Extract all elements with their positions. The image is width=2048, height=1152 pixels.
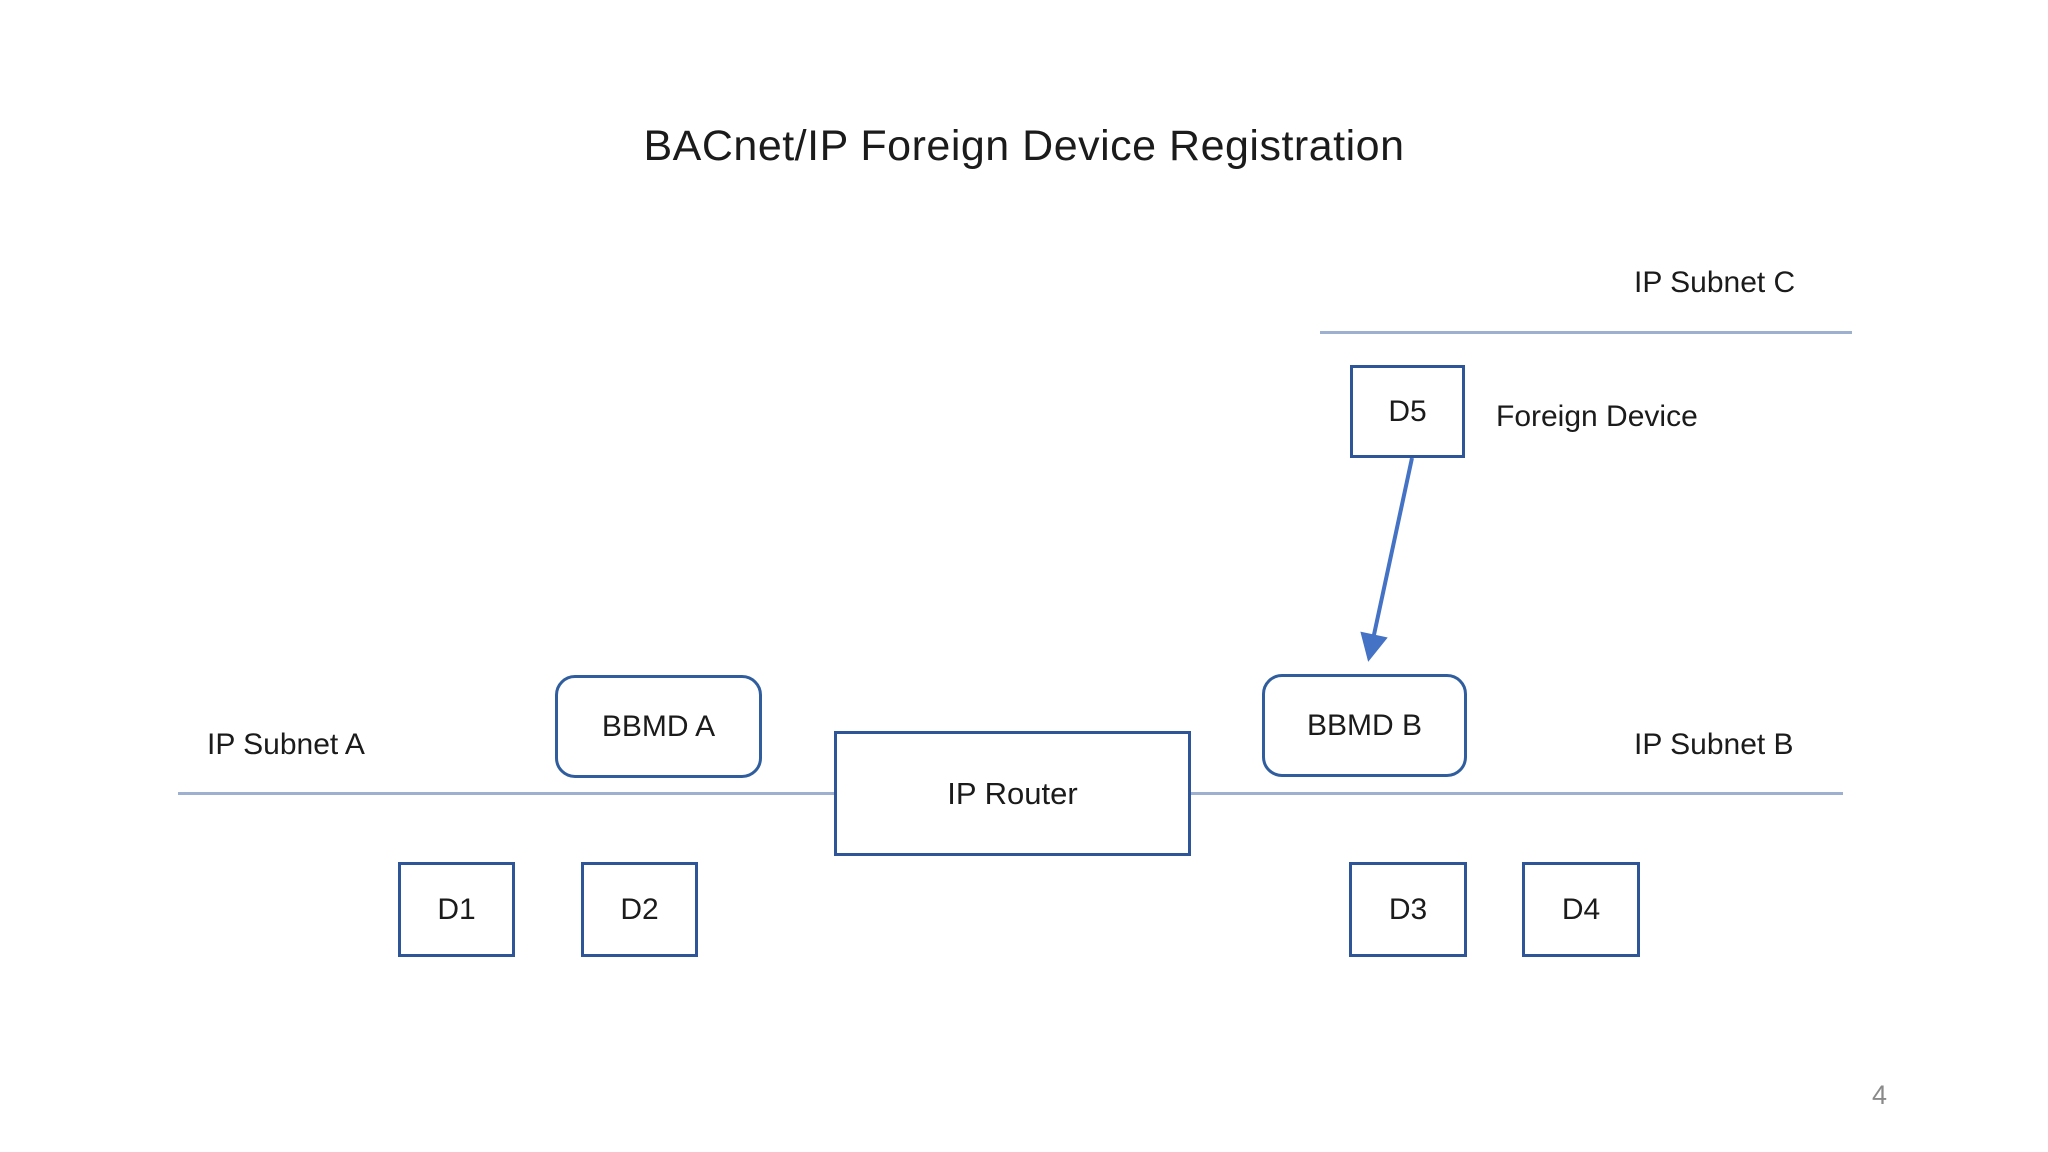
node-d5: D5: [1350, 365, 1465, 458]
subnet-a-label: IP Subnet A: [207, 728, 365, 761]
node-bbmd-a: BBMD A: [555, 675, 762, 778]
slide-title: BACnet/IP Foreign Device Registration: [643, 122, 1405, 170]
node-d3: D3: [1349, 862, 1467, 957]
node-d1: D1: [398, 862, 515, 957]
subnet-b-label: IP Subnet B: [1634, 728, 1794, 761]
page-number: 4: [1872, 1080, 1888, 1110]
node-d4: D4: [1522, 862, 1640, 957]
node-d2: D2: [581, 862, 698, 957]
node-bbmd-b: BBMD B: [1262, 674, 1467, 777]
node-ip-router: IP Router: [834, 731, 1191, 856]
subnet-c-line: [1320, 331, 1852, 334]
subnet-c-label: IP Subnet C: [1634, 266, 1796, 299]
foreign-device-label: Foreign Device: [1496, 400, 1698, 433]
